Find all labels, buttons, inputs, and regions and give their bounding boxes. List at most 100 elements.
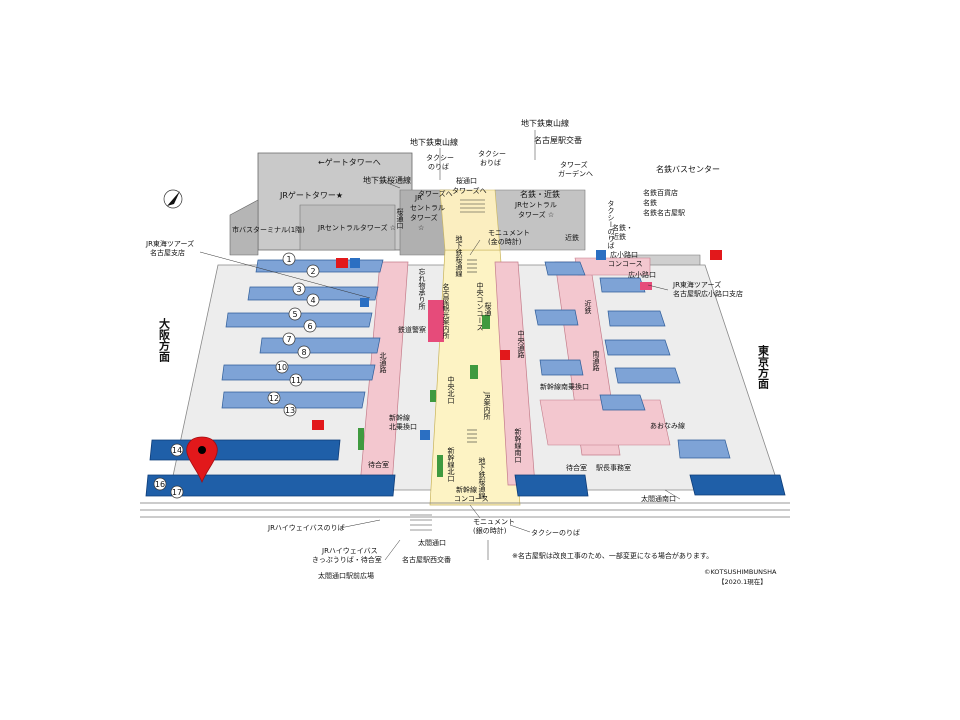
shinkansen-north-transfer-2: 北乗換口 — [389, 422, 417, 431]
shinkansen-platform-center — [514, 474, 589, 497]
sakuradori-label: 桜通口 — [396, 207, 404, 229]
copyright-text: ©KOTSUSHIMBUNSHA — [704, 568, 777, 576]
bus-terminal-building — [229, 199, 259, 256]
platform-17: 17 — [172, 488, 182, 497]
platform-1: 1 — [286, 255, 291, 264]
sakura-passage-label: 桜通 — [484, 301, 492, 317]
central-concourse-label: 中央コンコース — [476, 281, 484, 331]
shinkansen-north-transfer-1: 新幹線 — [389, 413, 410, 422]
shinkansen-platform-right — [689, 474, 786, 496]
shinkansen-concourse-2: コンコース — [454, 495, 489, 503]
monument-silver-1: モニュメント — [473, 518, 515, 526]
aonami-platform — [677, 439, 731, 459]
railway-police-label: 鉄道警察 — [398, 325, 426, 334]
direction-east: 東京方面 — [757, 344, 770, 390]
central-towers-mid-1: JR — [414, 194, 422, 202]
jr-tours-hirokoji-2: 名古屋駅広小路口支店 — [673, 289, 743, 298]
notice-text: ※名古屋駅は改良工事のため、一部変更になる場合があります。 — [512, 551, 713, 560]
platform-10: 10 — [277, 363, 287, 372]
waiting-room-left: 待合室 — [368, 460, 389, 469]
platform-10-11[interactable] — [221, 364, 376, 381]
meitetsu-dept-3: 名鉄名古屋駅 — [643, 208, 685, 217]
platforms-right — [534, 261, 786, 496]
platform-3-4[interactable] — [247, 286, 379, 301]
station-office-label: 駅長事務室 — [596, 463, 631, 472]
north-passage-label: 北通路 — [379, 352, 387, 374]
bus-terminal-label: 市バスターミナル(1階) — [232, 225, 305, 234]
shinkansen-concourse-1: 新幹線 — [456, 485, 477, 494]
meitetsu-dept-2: 名鉄 — [643, 198, 657, 207]
sakuradori-plaza — [439, 189, 501, 251]
central-towers-mid-2: セントラル — [410, 204, 445, 212]
platform-right-4 — [614, 367, 681, 384]
central-towers-mid-4: ☆ — [418, 224, 424, 232]
shinkansen-south-exit-label: 新幹線南口 — [514, 427, 522, 463]
meitetsu-bus-center: 名鉄バスセンター — [656, 164, 720, 174]
taxi-stand-top-2: のりば — [428, 162, 449, 171]
sakuradori-exit-2: タワーズへ — [452, 186, 487, 195]
platform-11: 11 — [291, 376, 301, 385]
platform-12-13[interactable] — [221, 391, 366, 409]
aonami-line-label: あおなみ線 — [650, 421, 685, 430]
platform-1-2[interactable] — [255, 259, 384, 273]
map-labels: ←ゲートタワーへ JRゲートタワー★ 市バスターミナル(1階) JRセントラルタ… — [145, 118, 777, 586]
central-passage-label: 中央通路 — [517, 329, 525, 359]
green-marker — [437, 455, 443, 477]
tourist-info-label: 名古屋観光案内所 — [442, 282, 450, 340]
towers-small: タワーズへ — [418, 189, 453, 198]
north-arrow-icon — [163, 189, 183, 209]
meitetsu-kintetsu-mid-1: 名鉄・ — [612, 223, 633, 232]
platform-right-8 — [599, 394, 646, 411]
platform-right-3 — [604, 339, 671, 356]
restroom-icon — [312, 250, 722, 430]
platform-12: 12 — [269, 394, 279, 403]
platform-2: 2 — [310, 267, 315, 276]
jr-gate-tower-label: JRゲートタワー★ — [279, 190, 343, 200]
wheelchair-icon — [350, 250, 606, 440]
taiko-plaza-label: 太閤通口駅前広場 — [318, 571, 374, 580]
jr-highway-bus-label: JRハイウェイバスのりば — [267, 523, 345, 532]
central-north-exit-label: 中央北口 — [447, 375, 455, 404]
green-marker — [470, 365, 478, 379]
police-box-top: 名古屋駅交番 — [534, 135, 582, 145]
central-towers-mid-3: タワーズ — [410, 213, 438, 222]
jr-tours-nagoya-2: 名古屋支店 — [150, 248, 185, 257]
jr-central-towers-left-building — [299, 204, 396, 251]
platform-7-8[interactable] — [259, 337, 381, 354]
location-pin-icon[interactable] — [186, 436, 218, 484]
meitetsu-kintetsu-top: 名鉄・近鉄 — [520, 189, 560, 199]
platform-3: 3 — [296, 285, 301, 294]
hirokoji-concourse-2: コンコース — [608, 260, 643, 268]
tourist-info-box[interactable] — [428, 300, 444, 342]
subway-sakuradori-mid: 地下鉄桜通線 — [455, 234, 463, 277]
platform-16: 16 — [155, 480, 165, 489]
meitetsu-dept-1: 名鉄百貨店 — [643, 188, 678, 197]
jr-tours-nagoya-1: JR東海ツアーズ — [145, 239, 194, 248]
police-west-label: 名古屋駅西交番 — [402, 555, 451, 564]
taxi-dropoff-1: タクシー — [478, 149, 506, 158]
green-marker — [430, 390, 436, 402]
platform-right-2 — [607, 310, 666, 327]
jr-highway-bus-ticket-1: JRハイウェイバス — [321, 547, 378, 555]
leader-lines — [199, 130, 681, 561]
towers-garden-2: ガーデンへ — [558, 169, 593, 178]
green-marker — [358, 428, 364, 450]
jr-tours-hirokoji-box[interactable] — [640, 282, 652, 290]
platform-number-labels: 1 2 3 4 5 6 7 8 10 11 12 13 14 16 17 — [155, 255, 316, 497]
jr-tours-hirokoji-1: JR東海ツアーズ — [672, 280, 721, 289]
taiko-exit-label: 太閤通口 — [418, 538, 446, 547]
central-towers-left-label: JRセントラルタワーズ ☆ — [317, 223, 396, 232]
platform-right-5 — [544, 261, 586, 276]
gate-tower-arrow-label: ←ゲートタワーへ — [318, 157, 381, 167]
shinkansen-south-transfer-label: 新幹線南乗換口 — [540, 382, 589, 391]
monument-gold-2: (金の時計) — [488, 237, 522, 246]
platform-13: 13 — [285, 406, 295, 415]
platform-7: 7 — [286, 335, 291, 344]
jr-info-label: JR案内所 — [483, 391, 491, 421]
south-passage-label: 南通路 — [592, 349, 600, 372]
platform-16-17[interactable] — [145, 474, 396, 497]
platform-5-6[interactable] — [225, 312, 373, 328]
platform-right-1 — [599, 277, 646, 293]
hirokoji-exit: 広小路口 — [628, 270, 656, 279]
